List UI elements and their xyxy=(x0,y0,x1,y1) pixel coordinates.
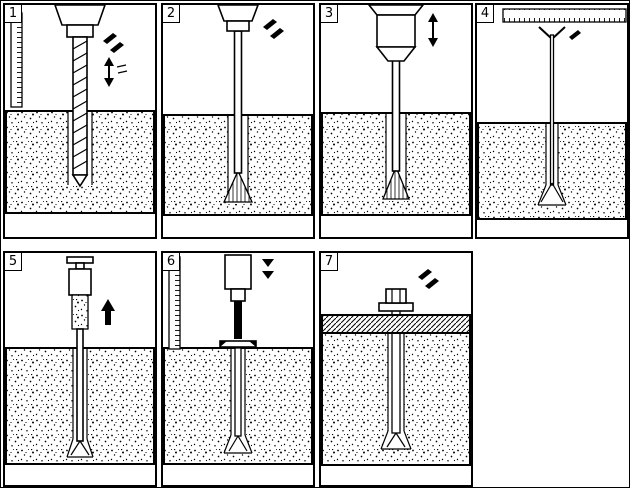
rotation-arrows-icon xyxy=(418,269,439,289)
panel-step-2: 2 xyxy=(161,3,315,239)
step-number: 3 xyxy=(324,6,334,21)
fixture-fastening-illustration xyxy=(321,269,471,466)
up-down-arrow-icon xyxy=(428,13,438,47)
step-number-badge: 6 xyxy=(163,253,180,271)
depth-gauge-check-illustration xyxy=(477,8,627,220)
hammer-drill-hole-illustration xyxy=(5,5,155,214)
bolt-head xyxy=(385,288,407,304)
panel-step-4: 4 xyxy=(475,3,629,239)
panel-step-6: 6 xyxy=(161,251,315,487)
step-number-badge: 2 xyxy=(163,5,180,23)
fixture-plate xyxy=(321,314,471,334)
anchor-rod xyxy=(70,328,90,456)
rotation-arrows-icon xyxy=(103,33,124,53)
step-number: 7 xyxy=(324,254,334,269)
undercut-tool-head xyxy=(382,165,410,200)
setting-tool xyxy=(224,254,252,339)
drilled-hole xyxy=(537,123,567,206)
drill-machine xyxy=(54,5,106,38)
step-number: 1 xyxy=(8,6,18,21)
setting-tool xyxy=(66,256,94,296)
anchor-in-hole xyxy=(228,347,248,452)
drill-bit xyxy=(71,36,89,188)
undercut-drilling-illustration xyxy=(163,5,313,216)
up-arrow-icon xyxy=(101,299,115,325)
step-number: 5 xyxy=(8,254,18,269)
panel-step-1: 1 xyxy=(3,3,157,239)
gauge-tool xyxy=(538,26,566,203)
step-number: 2 xyxy=(166,6,176,21)
measuring-ruler xyxy=(502,8,627,23)
panel-step-5: 5 xyxy=(3,251,157,487)
anchor-washer xyxy=(219,340,257,348)
step-number-badge: 5 xyxy=(5,253,22,271)
down-arrows-icon xyxy=(262,259,274,279)
undercut-tool-head xyxy=(222,169,254,203)
hammer-action-arrow-icon xyxy=(104,57,128,87)
anchor-setting-illustration xyxy=(163,254,313,465)
undercut-complete-illustration xyxy=(321,5,471,216)
drill-machine xyxy=(217,5,259,32)
panel-step-3: 3 xyxy=(319,3,473,239)
step-number-badge: 1 xyxy=(5,5,22,23)
depth-ruler xyxy=(10,12,23,108)
step-number: 4 xyxy=(480,6,490,21)
rotation-arrows-icon xyxy=(263,19,284,39)
step-number: 6 xyxy=(166,254,176,269)
anchor-sleeve xyxy=(71,294,89,330)
tool-shaft xyxy=(391,58,401,172)
panel-step-7: 7 xyxy=(319,251,473,487)
motion-arrow-icon xyxy=(569,30,581,40)
step-number-badge: 7 xyxy=(321,253,338,271)
anchor-insertion-illustration xyxy=(5,256,155,465)
tool-shaft xyxy=(233,30,243,174)
bolt-washer xyxy=(378,302,414,312)
step-number-badge: 4 xyxy=(477,5,494,23)
step-number-badge: 3 xyxy=(321,5,338,23)
drill-machine xyxy=(367,5,425,62)
